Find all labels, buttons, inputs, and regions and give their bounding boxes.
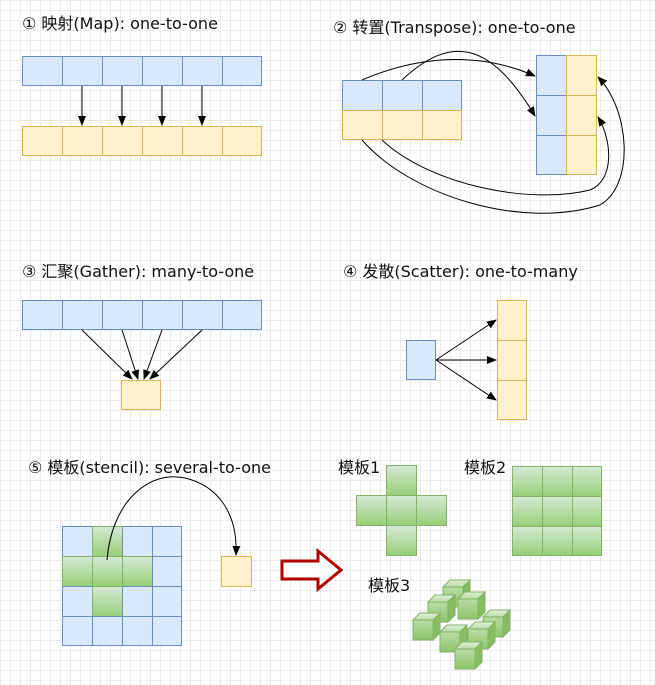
map-output-cell [102,126,143,156]
transpose-arrow [361,76,625,214]
map-input-cell [182,56,223,86]
transpose-source-cell [342,110,383,140]
gather-input-cell [22,300,63,330]
stencil-grid-cell [92,616,123,646]
stencil3-cube-shape [412,579,511,670]
stencil1-cell [386,525,417,556]
map-output-cell [62,126,103,156]
map-input-cell [222,56,262,86]
stencil2-cell [572,496,602,527]
scatter-input-cell [406,340,436,380]
gather-arrow [149,329,203,380]
map-title: ① 映射(Map): one-to-one [22,14,218,33]
map-input-cell [102,56,143,86]
stencil-arrow [106,476,241,561]
map-output-cell [222,126,262,156]
map-input-cell [62,56,103,86]
gather-input-cell [62,300,103,330]
map-output-cell [142,126,183,156]
transpose-arrow [401,50,536,117]
transpose-source-cell [422,110,462,140]
transpose-arrow [361,59,536,81]
gather-output-cell [121,380,161,410]
stencil1-cell [416,495,447,526]
gather-input-cell [222,300,262,330]
stencil-grid-cell-active [122,556,153,587]
transpose-source-cell [382,110,423,140]
stencil-grid-cell [152,556,182,587]
map-input-cell [142,56,183,86]
stencil3-label: 模板3 [368,576,411,595]
stencil1-cell [356,495,387,526]
stencil-grid-cell [152,586,182,617]
stencil-output-cell [221,556,252,587]
scatter-title: ④ 发散(Scatter): one-to-many [343,262,578,281]
stencil-grid-cell [122,616,153,646]
transpose-target-cell [566,135,597,175]
gather-arrows [81,329,203,380]
gather-title: ③ 汇聚(Gather): many-to-one [22,262,255,281]
scatter-arrow [435,319,497,361]
map-output-cell [22,126,63,156]
transpose-title: ② 转置(Transpose): one-to-one [333,18,576,37]
gather-input-cell [102,300,143,330]
scatter-arrow [435,359,497,401]
gather-arrow [143,329,163,380]
transpose-target-cell [536,135,567,175]
stencil-grid-cell-active [92,586,123,617]
stencil1-cell [386,465,417,496]
stencil2-cell [542,526,573,556]
transpose-arrows [361,50,625,214]
scatter-output-cell [497,340,527,381]
map-arrows [78,86,206,126]
gather-arrow [81,329,133,380]
stencil-title: ⑤ 模板(stencil): several-to-one [28,458,271,477]
gather-arrow [121,329,140,380]
transpose-arrow [381,116,610,196]
gather-input-cell [182,300,223,330]
stencil1-label: 模板1 [338,458,381,477]
stencil2-cell [512,466,543,497]
stencil2-label: 模板2 [464,458,507,477]
stencil2-cell [572,526,602,556]
stencil-grid-cell [152,616,182,646]
scatter-output-cell [497,380,527,420]
scatter-arrows [435,319,497,401]
big-arrow-icon [280,547,344,593]
map-input-cell [22,56,63,86]
